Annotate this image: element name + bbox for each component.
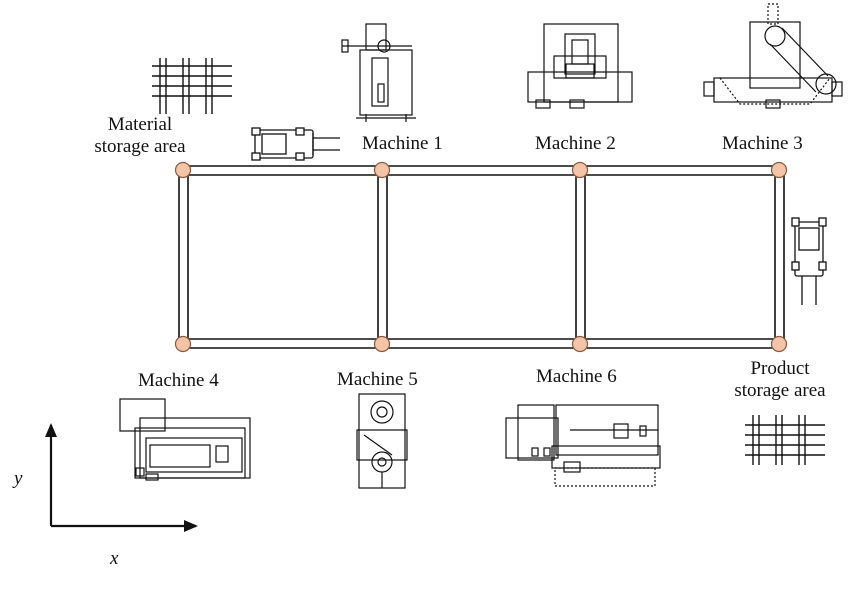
track-network xyxy=(178,165,785,349)
machine-6-label: Machine 6 xyxy=(536,366,617,387)
node-circle-icon xyxy=(373,335,391,353)
material-storage-label: Material storage area xyxy=(70,114,210,158)
machine-4-label: Machine 4 xyxy=(138,370,219,391)
material-storage-rack-icon xyxy=(152,58,232,114)
machine-5-icon xyxy=(356,393,408,489)
machine-5-label: Machine 5 xyxy=(337,369,418,390)
machine-3-label: Machine 3 xyxy=(722,133,803,154)
node-circle-icon xyxy=(571,335,589,353)
forklift-agv-icon xyxy=(791,217,827,305)
coordinate-axes xyxy=(45,423,198,532)
machine-2-icon xyxy=(527,23,633,109)
node-circle-icon xyxy=(373,161,391,179)
node-circle-icon xyxy=(174,335,192,353)
forklift-agv-icon xyxy=(251,127,340,161)
machine-4-icon xyxy=(119,398,251,481)
node-circle-icon xyxy=(770,161,788,179)
node-circle-icon xyxy=(174,161,192,179)
machine-2-label: Machine 2 xyxy=(535,133,616,154)
product-storage-label-line-1: Product xyxy=(750,358,810,379)
track-nodes xyxy=(174,161,788,353)
x-axis-label: x xyxy=(110,548,119,569)
product-storage-label: Product storage area xyxy=(710,358,850,402)
machine-6-icon xyxy=(505,404,661,487)
material-storage-label-line-2: storage area xyxy=(94,136,186,157)
node-circle-icon xyxy=(770,335,788,353)
node-circle-icon xyxy=(571,161,589,179)
machine-1-icon xyxy=(341,23,416,122)
y-axis-label: y xyxy=(14,468,23,489)
material-storage-label-line-1: Material xyxy=(107,114,173,135)
machine-3-icon xyxy=(703,3,843,109)
machine-1-label: Machine 1 xyxy=(362,133,443,154)
product-storage-label-line-2: storage area xyxy=(734,380,826,401)
product-storage-rack-icon xyxy=(745,415,825,465)
